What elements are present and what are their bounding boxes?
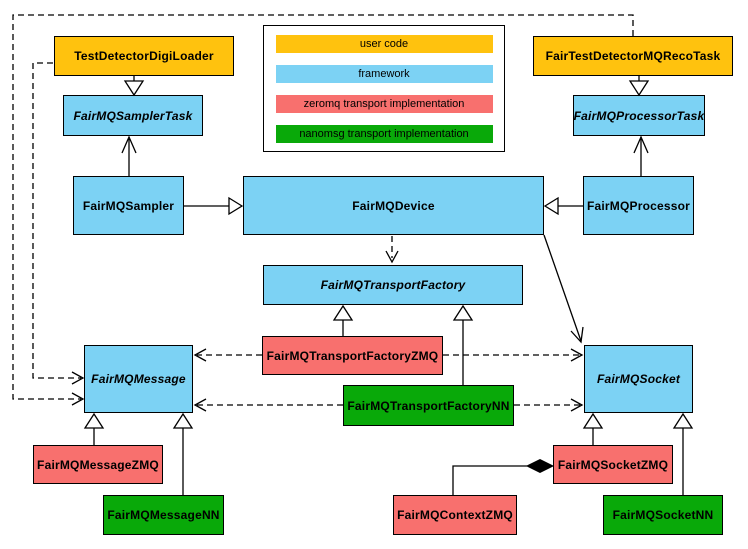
edge-inheritance-socketzmq-socket	[582, 412, 604, 445]
edge-inheritance-messagenn-message	[172, 412, 194, 495]
class-box-fairmq-socket-nn: FairMQSocketNN	[603, 495, 723, 535]
legend-item-user-code: user code	[275, 34, 493, 53]
class-box-fairmq-transport-factory-zmq: FairMQTransportFactoryZMQ	[262, 336, 443, 375]
edge-inheritance-factoryzmq-transportfactory	[332, 304, 354, 336]
edge-inheritance-processor-device	[543, 196, 583, 216]
legend-item-framework: framework	[275, 64, 493, 83]
edge-association-sampler-samplertask	[121, 135, 137, 176]
legend: user code framework zeromq transport imp…	[263, 25, 505, 152]
edge-dependency-factoryzmq-socket	[443, 348, 584, 362]
legend-item-nanomsg-transport: nanomsg transport implementation	[275, 124, 493, 143]
class-box-fairmq-sampler-task: FairMQSamplerTask	[63, 95, 203, 136]
edge-dependency-factorynn-socket	[514, 398, 584, 412]
class-box-fairmq-transport-factory: FairMQTransportFactory	[263, 265, 523, 305]
edge-inheritance-socketnn-socket	[672, 412, 694, 495]
class-box-test-detector-digi-loader: TestDetectorDigiLoader	[54, 36, 234, 76]
class-box-fairmq-socket: FairMQSocket	[584, 345, 693, 413]
edge-dependency-factorynn-message	[193, 398, 343, 412]
class-box-fairmq-processor: FairMQProcessor	[583, 176, 694, 235]
class-box-fairmq-message: FairMQMessage	[84, 345, 193, 413]
edge-dependency-factoryzmq-message	[193, 348, 262, 362]
edge-inheritance-messagezmq-message	[83, 412, 105, 445]
class-box-fairmq-context-zmq: FairMQContextZMQ	[393, 495, 517, 535]
edge-composition-contextzmq-socketzmq	[452, 458, 555, 495]
edge-inheritance-sampler-device	[184, 196, 244, 216]
class-box-fairmq-device: FairMQDevice	[243, 176, 544, 235]
edge-inheritance-factorynn-transportfactory	[452, 304, 474, 385]
edge-association-processor-processortask	[633, 135, 649, 176]
edge-inheritance-digiloader-samplertask	[123, 76, 145, 97]
class-box-fairmq-processor-task: FairMQProcessorTask	[573, 95, 705, 136]
edge-inheritance-recotask-processortask	[628, 76, 650, 97]
edge-association-device-socket	[543, 234, 584, 344]
edge-dependency-device-transportfactory	[385, 236, 399, 264]
class-box-fairmq-message-nn: FairMQMessageNN	[103, 495, 224, 535]
class-box-fairmq-socket-zmq: FairMQSocketZMQ	[553, 445, 673, 484]
class-box-fair-test-detector-mq-reco-task: FairTestDetectorMQRecoTask	[533, 36, 733, 76]
legend-item-zeromq-transport: zeromq transport implementation	[275, 94, 493, 113]
class-box-fairmq-sampler: FairMQSampler	[73, 176, 184, 235]
class-box-fairmq-message-zmq: FairMQMessageZMQ	[33, 445, 163, 484]
class-box-fairmq-transport-factory-nn: FairMQTransportFactoryNN	[343, 385, 514, 426]
